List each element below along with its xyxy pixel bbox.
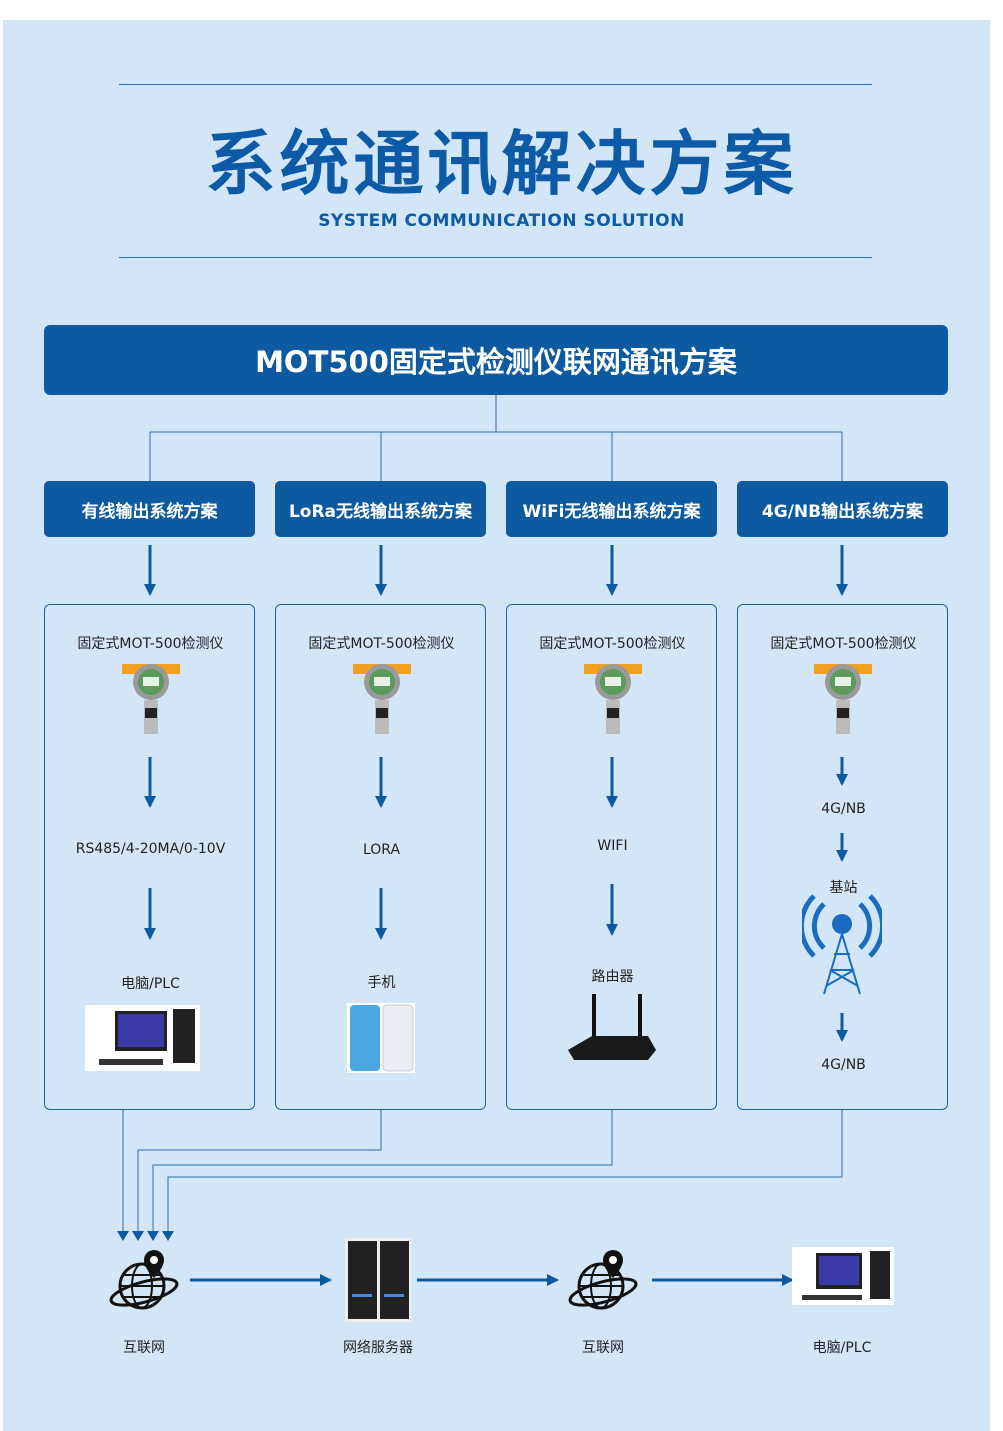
divider xyxy=(119,84,872,85)
header-wifi: WiFi无线输出系统方案 xyxy=(506,481,717,537)
link-label-2: 4G/NB xyxy=(821,1057,866,1073)
link-label: RS485/4-20MA/0-10V xyxy=(75,841,226,857)
link-label: WIFI xyxy=(597,838,628,854)
router-image xyxy=(568,994,656,1060)
internet-globe-icon xyxy=(568,1250,638,1310)
phone-image xyxy=(347,1003,415,1073)
end-label: 路由器 xyxy=(591,969,634,985)
end-label: 电脑/PLC xyxy=(121,976,180,992)
panel-wifi: 固定式MOT-500检测仪 WIFI 路由器 xyxy=(506,604,717,1110)
server-image xyxy=(345,1238,411,1322)
end-label: 手机 xyxy=(367,975,396,991)
panel-4g: 固定式MOT-500检测仪 4G/NB 基站 4G/NB xyxy=(737,604,948,1110)
panel-lora: 固定式MOT-500检测仪 LORA 手机 xyxy=(275,604,486,1110)
device-label: 固定式MOT-500检测仪 xyxy=(77,636,224,652)
solution-banner: MOT500固定式检测仪联网通讯方案 xyxy=(44,325,948,395)
internet-globe-icon xyxy=(109,1250,179,1310)
bottom-label-internet: 互联网 xyxy=(123,1340,165,1356)
gas-detector-image xyxy=(814,664,872,734)
panel-wired: 固定式MOT-500检测仪 RS485/4-20MA/0-10V 电脑/PLC xyxy=(44,604,255,1110)
header-4g: 4G/NB输出系统方案 xyxy=(737,481,948,537)
gas-detector-image xyxy=(584,664,642,734)
computer-image xyxy=(792,1247,894,1305)
device-label: 固定式MOT-500检测仪 xyxy=(770,636,917,652)
divider xyxy=(119,257,872,258)
link-label: 4G/NB xyxy=(821,801,866,817)
header-lora: LoRa无线输出系统方案 xyxy=(275,481,486,537)
base-station-tower-icon xyxy=(802,894,882,995)
device-label: 固定式MOT-500检测仪 xyxy=(539,636,686,652)
gas-detector-image xyxy=(122,664,180,734)
station-label: 基站 xyxy=(829,880,858,896)
bottom-label-internet-2: 互联网 xyxy=(582,1340,624,1356)
header-wired: 有线输出系统方案 xyxy=(44,481,255,537)
device-label: 固定式MOT-500检测仪 xyxy=(308,636,455,652)
link-label: LORA xyxy=(362,842,401,858)
page-subtitle: SYSTEM COMMUNICATION SOLUTION xyxy=(318,211,685,231)
page-title: 系统通讯解决方案 xyxy=(205,123,798,205)
bottom-label-pc: 电脑/PLC xyxy=(812,1340,872,1356)
bottom-label-server: 网络服务器 xyxy=(343,1340,413,1356)
computer-image xyxy=(85,1005,200,1071)
gas-detector-image xyxy=(353,664,411,734)
